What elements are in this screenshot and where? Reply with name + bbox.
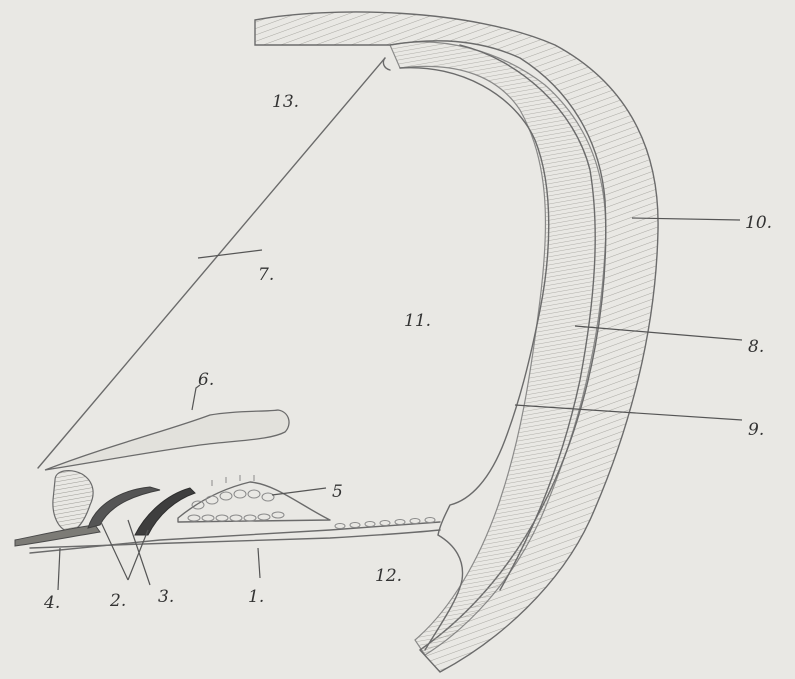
label-2: 2. (109, 591, 126, 611)
label-10: 10. (745, 213, 772, 233)
spiral-ligament (390, 42, 606, 655)
label-9: 9. (748, 420, 764, 440)
label-6: 6. (198, 370, 214, 390)
label-1: 1. (248, 587, 264, 607)
outer-bone-wall (255, 12, 658, 672)
membrane-attachment (383, 58, 390, 70)
spiral-limbus (53, 471, 93, 532)
label-8: 8. (748, 337, 764, 357)
label-5: 5 (332, 482, 343, 502)
label-12: 12. (375, 566, 402, 586)
label-11: 11. (404, 311, 431, 331)
organ-of-corti (178, 475, 330, 522)
osseous-spiral-lamina (15, 525, 100, 546)
label-7: 7. (258, 265, 274, 285)
reissners-membrane (38, 58, 385, 468)
tectorial-membrane (45, 410, 289, 470)
label-3: 3. (158, 587, 174, 607)
label-4: 4. (43, 593, 60, 613)
label-13: 13. (272, 92, 299, 112)
